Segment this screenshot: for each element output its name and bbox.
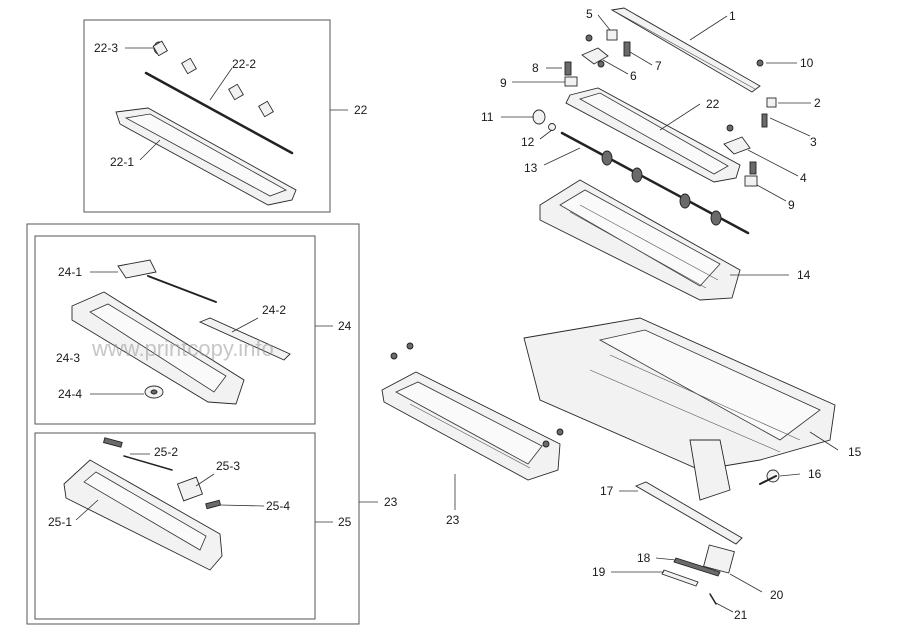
part-6-plate <box>581 47 609 65</box>
part-3-spring <box>761 113 768 128</box>
label-17: 17 <box>600 484 614 498</box>
part-12-clip <box>548 123 556 131</box>
label-24-3: 24-3 <box>56 351 80 365</box>
label-25-3: 25-3 <box>216 459 240 473</box>
part-22-3-rollers <box>152 40 274 118</box>
part-22-guide-main <box>565 87 741 183</box>
screw-23-2 <box>406 342 414 350</box>
label-1: 1 <box>729 9 736 23</box>
label-25: 25 <box>338 515 352 529</box>
part-15-main-frame <box>523 317 836 501</box>
part-24-2-arm <box>198 317 291 361</box>
label-10: 10 <box>800 56 814 70</box>
label-24-2: 24-2 <box>262 303 286 317</box>
part-8-spring <box>564 61 572 76</box>
label-22-2: 22-2 <box>232 57 256 71</box>
label-16: 16 <box>808 467 822 481</box>
label-15: 15 <box>848 445 862 459</box>
box-23 <box>26 223 360 625</box>
screw-23-3 <box>542 440 550 448</box>
box-25 <box>34 432 316 620</box>
part-9b-spring <box>744 161 758 187</box>
label-4: 4 <box>800 171 807 185</box>
part-25-2-spring <box>102 437 123 448</box>
part-20-block <box>703 544 735 574</box>
screw-4 <box>726 124 734 132</box>
label-3: 3 <box>810 135 817 149</box>
part-22-1-guide <box>115 107 297 206</box>
label-13: 13 <box>524 161 538 175</box>
part-5-clip <box>606 29 618 41</box>
part-24-3-frame <box>71 291 245 405</box>
label-24: 24 <box>338 319 352 333</box>
label-23: 23 <box>384 495 398 509</box>
part-23-guide-assembly <box>381 371 561 481</box>
callout-labels: 1 5 6 7 8 9 10 2 3 4 9 11 12 13 22 14 15… <box>48 7 862 622</box>
label-22: 22 <box>354 103 368 117</box>
label-12: 12 <box>521 135 535 149</box>
label-21: 21 <box>734 608 748 622</box>
label-8: 8 <box>532 61 539 75</box>
part-9a-holder <box>564 76 578 87</box>
screw-top-2 <box>597 60 605 68</box>
box-24 <box>34 235 316 425</box>
part-10-screw <box>756 59 764 67</box>
part-24-1-actuator <box>117 259 217 303</box>
label-25-4: 25-4 <box>266 499 290 513</box>
part-24-4-gear <box>144 385 164 399</box>
part-19-lever <box>661 569 699 587</box>
screw-top-1 <box>585 34 593 42</box>
screw-23-4 <box>556 428 564 436</box>
part-7-spring <box>623 41 631 57</box>
label-25-1: 25-1 <box>48 515 72 529</box>
label-6: 6 <box>630 69 637 83</box>
label-22-3: 22-3 <box>94 41 118 55</box>
part-2-holder <box>766 97 777 108</box>
label-11: 11 <box>481 110 494 124</box>
leader-lines <box>75 14 839 613</box>
label-18: 18 <box>637 551 651 565</box>
label-25-2: 25-2 <box>154 445 178 459</box>
part-16-gear <box>759 469 780 485</box>
label-5: 5 <box>586 7 593 21</box>
label-14: 14 <box>797 268 811 282</box>
label-22-1: 22-1 <box>110 155 134 169</box>
label-9a: 9 <box>500 76 507 90</box>
part-1-bracket <box>610 7 761 93</box>
part-25-1-cover <box>63 459 223 571</box>
part-14-feed-frame <box>539 179 741 301</box>
label-24-1: 24-1 <box>58 265 82 279</box>
screw-23-1 <box>390 352 398 360</box>
label-7: 7 <box>655 59 662 73</box>
part-25-3-roller <box>176 476 204 502</box>
label-19: 19 <box>592 565 606 579</box>
part-4-plate <box>723 136 751 155</box>
label-9b: 9 <box>788 198 795 212</box>
part-13-roller-shaft <box>560 131 750 235</box>
box-22 <box>83 19 331 213</box>
part-25-4-spring <box>205 499 222 510</box>
part-25-2-shaft <box>123 455 173 471</box>
part-22-2-shaft <box>144 71 294 155</box>
label-20: 20 <box>770 588 784 602</box>
part-17-plate <box>634 481 743 545</box>
part-18-link <box>673 557 721 577</box>
label-2: 2 <box>814 96 821 110</box>
part-11-bearing <box>532 109 546 125</box>
label-23-main: 23 <box>446 513 460 527</box>
label-24-4: 24-4 <box>58 387 82 401</box>
label-22-main: 22 <box>706 97 720 111</box>
watermark: www.printcopy.info <box>91 336 274 361</box>
